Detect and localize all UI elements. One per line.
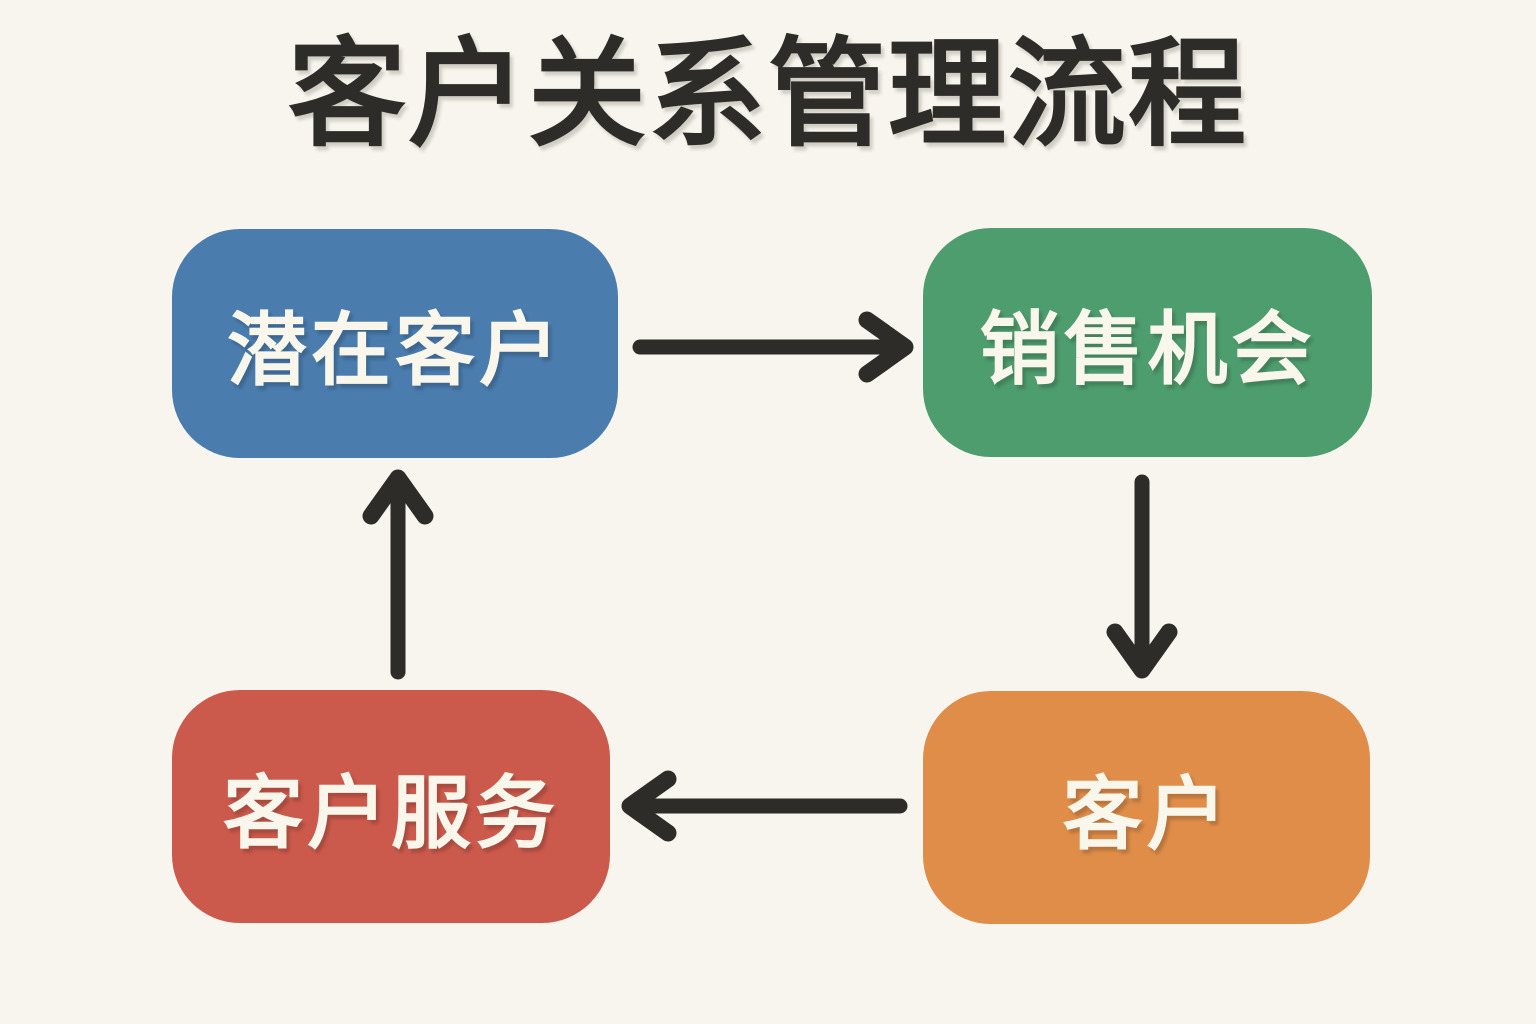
node-customer-service: 客户服务 xyxy=(172,690,610,923)
arrow-left-icon xyxy=(621,770,908,842)
node-potential-customers-label: 潜在客户 xyxy=(227,305,563,395)
node-sales-opportunities-label: 销售机会 xyxy=(979,304,1316,394)
node-customers-label: 客户 xyxy=(1062,769,1231,859)
arrow-down-icon xyxy=(1106,474,1178,679)
arrow-up-icon xyxy=(362,469,434,680)
node-potential-customers: 潜在客户 xyxy=(172,229,618,458)
node-sales-opportunities: 销售机会 xyxy=(923,228,1372,457)
node-customers: 客户 xyxy=(923,691,1370,924)
node-customer-service-label: 客户服务 xyxy=(223,768,559,858)
arrow-right-icon xyxy=(632,311,914,383)
diagram-title: 客户关系管理流程 xyxy=(287,29,1248,161)
